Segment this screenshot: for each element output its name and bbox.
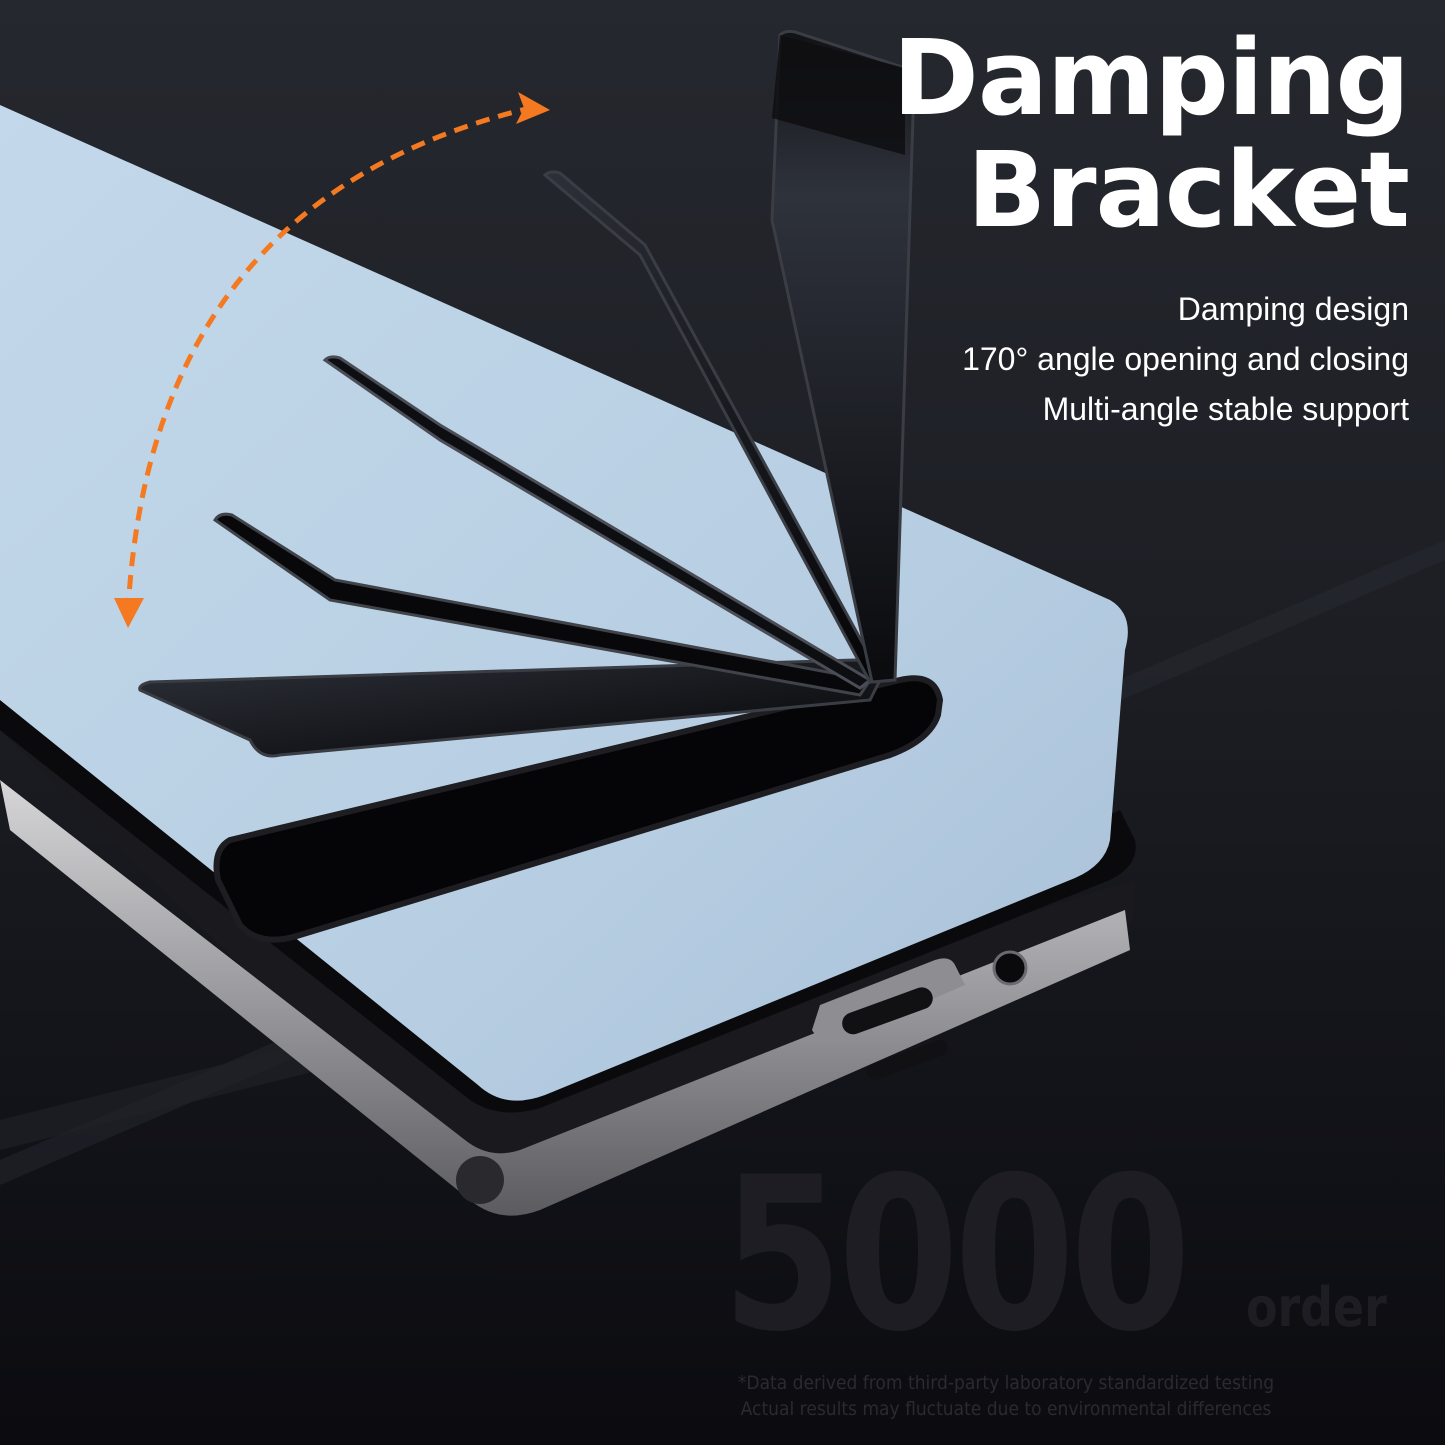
headphone-jack	[992, 950, 1028, 986]
bracket-blade-3	[322, 355, 873, 690]
feature-item: 170° angle opening and closing	[962, 341, 1409, 377]
durability-unit: order	[1246, 1276, 1387, 1339]
usb-port	[842, 987, 933, 1035]
feature-item: Damping design	[1177, 291, 1409, 327]
arrow-head-down-icon	[114, 598, 144, 628]
page-title: Damping Bracket	[892, 17, 1410, 251]
feature-list: Damping design 170° angle opening and cl…	[962, 284, 1409, 434]
case-side-shadow	[0, 730, 1135, 1203]
bracket-blade-5	[770, 29, 916, 684]
arrow-head-right-icon	[516, 92, 550, 124]
corner-bumper	[456, 1156, 504, 1204]
bracket-blade-2	[212, 512, 873, 697]
title-line-2: Bracket	[966, 129, 1410, 251]
curved-double-arrow-icon	[125, 105, 531, 613]
disclaimer: *Data derived from third-party laborator…	[718, 1370, 1294, 1422]
disclaimer-line-2: Actual results may fluctuate due to envi…	[740, 1398, 1272, 1420]
bracket-well	[213, 675, 944, 943]
durability-count: 5000	[722, 1131, 1191, 1378]
disclaimer-line-1: *Data derived from third-party laborator…	[737, 1372, 1275, 1394]
feature-item: Multi-angle stable support	[1042, 391, 1409, 427]
title-line-1: Damping	[892, 17, 1410, 139]
speaker-grille	[867, 1040, 948, 1080]
